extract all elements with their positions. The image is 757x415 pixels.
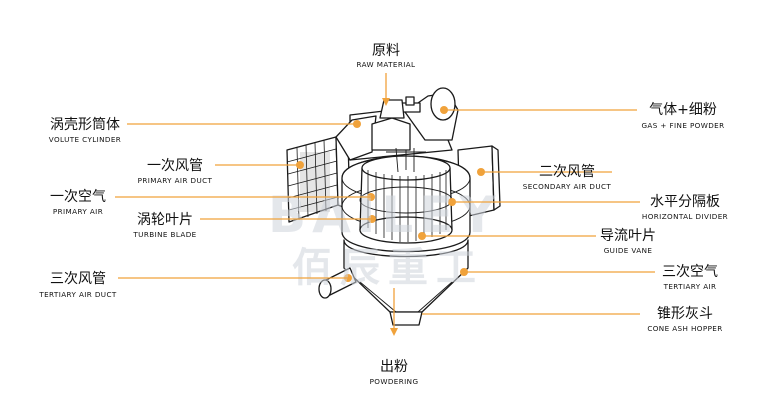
label-tertiary-air-en: TERTIARY AIR bbox=[663, 282, 717, 291]
label-primary-air-en: PRIMARY AIR bbox=[53, 207, 103, 216]
watermark-cn: 佰辰重工 bbox=[292, 245, 484, 291]
label-secondary-air-duct-cn: 二次风管 bbox=[539, 164, 595, 180]
label-volute-cylinder-cn: 涡壳形筒体 bbox=[50, 116, 120, 133]
label-cone-ash-hopper-en: CONE ASH HOPPER bbox=[647, 324, 722, 333]
watermark: BAILEY 佰辰重工 bbox=[268, 186, 502, 291]
label-volute-cylinder-en: VOLUTE CYLINDER bbox=[49, 135, 121, 144]
primary-air-inlet bbox=[286, 136, 351, 223]
label-primary-air-duct-cn: 一次风管 bbox=[147, 158, 203, 174]
label-powdering-en: POWDERING bbox=[370, 377, 419, 386]
label-primary-air-duct-en: PRIMARY AIR DUCT bbox=[138, 176, 213, 185]
outlet-pipe bbox=[399, 87, 459, 141]
watermark-en: BAILEY bbox=[268, 186, 502, 244]
label-tertiary-air-cn: 三次空气 bbox=[662, 264, 718, 280]
label-gas-fine-powder-cn: 气体+细粉 bbox=[649, 102, 717, 118]
label-horizontal-divider-en: HORIZONTAL DIVIDER bbox=[642, 212, 728, 221]
label-turbine-blade-en: TURBINE BLADE bbox=[132, 230, 196, 239]
leader-lines bbox=[115, 73, 655, 336]
label-tertiary-air-duct-cn: 三次风管 bbox=[50, 271, 106, 287]
label-tertiary-air-duct-en: TERTIARY AIR DUCT bbox=[38, 290, 117, 299]
tertiary-air-duct-shape bbox=[318, 267, 357, 299]
label-guide-vane-cn: 导流叶片 bbox=[600, 228, 656, 244]
classifier-machine bbox=[286, 87, 501, 326]
label-powdering-cn: 出粉 bbox=[380, 359, 408, 375]
label-turbine-blade-cn: 涡轮叶片 bbox=[137, 212, 193, 228]
labels: 原料 RAW MATERIAL 涡壳形筒体 VOLUTE CYLINDER 一次… bbox=[38, 43, 728, 386]
label-raw-material-cn: 原料 bbox=[372, 43, 400, 59]
cone-hopper bbox=[343, 239, 469, 326]
label-raw-material-en: RAW MATERIAL bbox=[357, 60, 416, 69]
label-cone-ash-hopper-cn: 锥形灰斗 bbox=[657, 306, 713, 322]
label-primary-air-cn: 一次空气 bbox=[50, 189, 106, 205]
label-guide-vane-en: GUIDE VANE bbox=[604, 246, 653, 255]
label-horizontal-divider-cn: 水平分隔板 bbox=[650, 194, 720, 210]
label-gas-fine-powder-en: GAS + FINE POWDER bbox=[641, 121, 724, 130]
label-secondary-air-duct-en: SECONDARY AIR DUCT bbox=[523, 182, 612, 191]
